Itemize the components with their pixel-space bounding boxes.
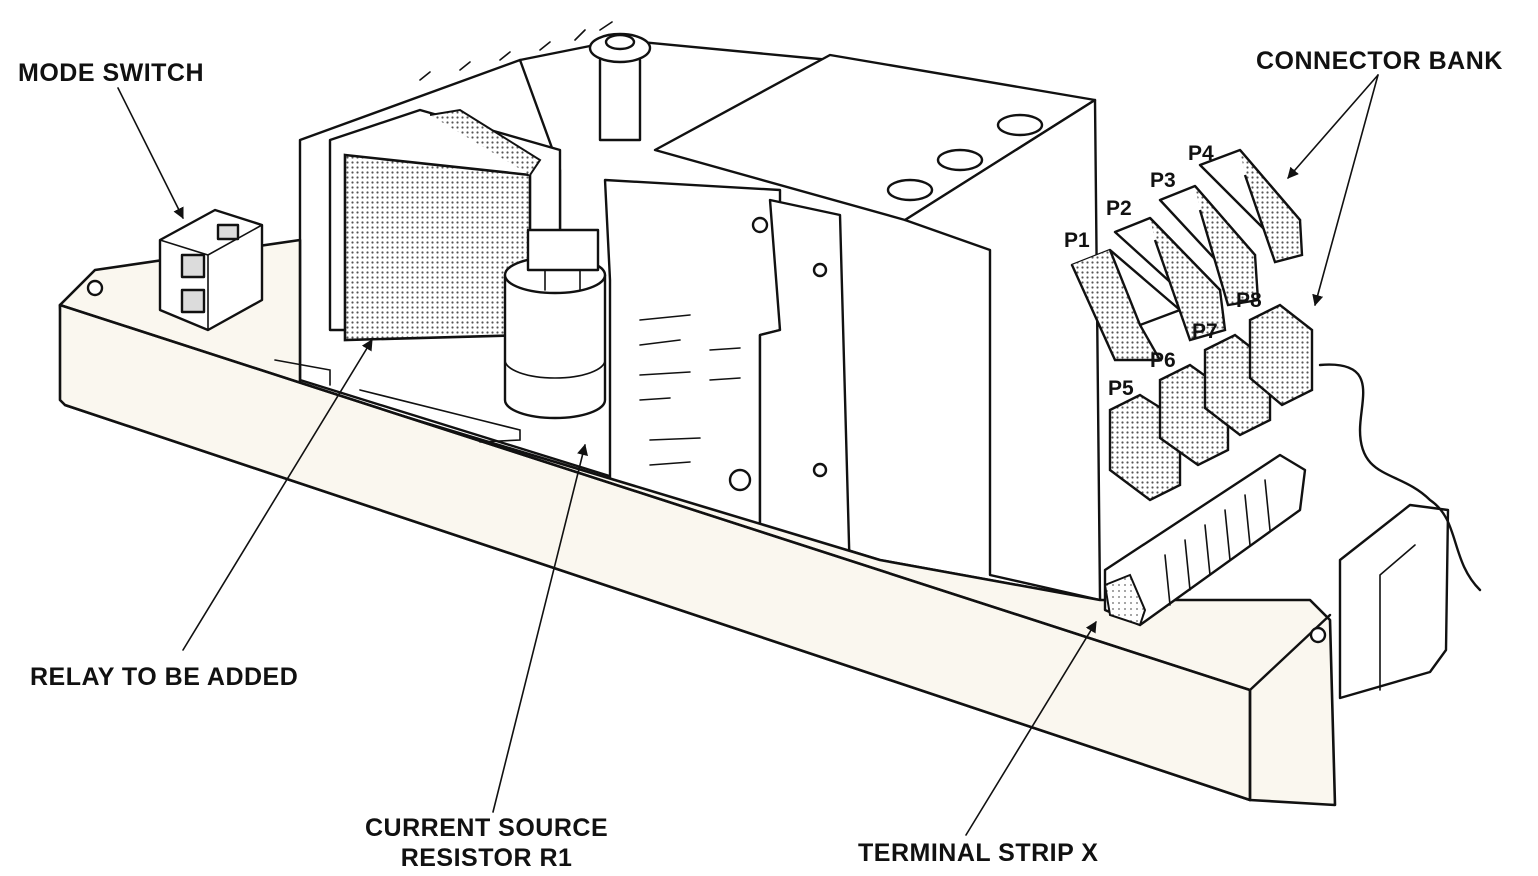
pulley <box>588 32 652 64</box>
current-source-resistor <box>503 228 607 420</box>
relay-panel <box>328 108 562 342</box>
pin-label-p5: P5 <box>1108 377 1134 400</box>
leader-connector-bank-lower <box>1312 74 1379 307</box>
pin-labels: P1 P2 P3 P4 P5 P6 P7 P8 <box>1064 142 1262 400</box>
leader-current-source <box>492 443 588 813</box>
mode-switch <box>158 208 264 332</box>
pin-label-p1: P1 <box>1064 229 1090 252</box>
pin-label-p4: P4 <box>1188 142 1214 165</box>
connector-bank-upper <box>1070 148 1304 362</box>
callout-current-source: CURRENT SOURCE RESISTOR R1 <box>365 813 608 873</box>
callout-current-source-line1: CURRENT SOURCE <box>365 814 609 842</box>
leader-relay <box>182 339 373 651</box>
callout-terminal-strip: TERMINAL STRIP X <box>858 839 1099 867</box>
pin-label-p6: P6 <box>1150 349 1176 372</box>
pin-label-p7: P7 <box>1192 320 1218 343</box>
terminal-strip <box>1103 453 1307 627</box>
callout-current-source-line2: RESISTOR R1 <box>400 844 573 872</box>
leader-lines <box>117 74 1379 836</box>
base-tray <box>58 238 1337 807</box>
leader-connector-bank-upper <box>1287 74 1379 179</box>
top-cover <box>653 53 1102 602</box>
rear-base-plate <box>1338 503 1450 700</box>
pin-label-p2: P2 <box>1106 197 1132 220</box>
callout-connector-bank: CONNECTOR BANK <box>1256 47 1503 75</box>
pin-label-p8: P8 <box>1236 289 1262 312</box>
connector-bank-lower <box>1108 303 1314 502</box>
pin-label-p3: P3 <box>1150 169 1176 192</box>
circuit-board <box>603 178 852 582</box>
wire <box>1318 363 1482 592</box>
callout-mode-switch: MODE SWITCH <box>18 59 205 87</box>
leader-mode-switch <box>117 87 184 220</box>
leader-terminal-strip <box>965 621 1097 836</box>
callout-relay: RELAY TO BE ADDED <box>30 663 299 691</box>
